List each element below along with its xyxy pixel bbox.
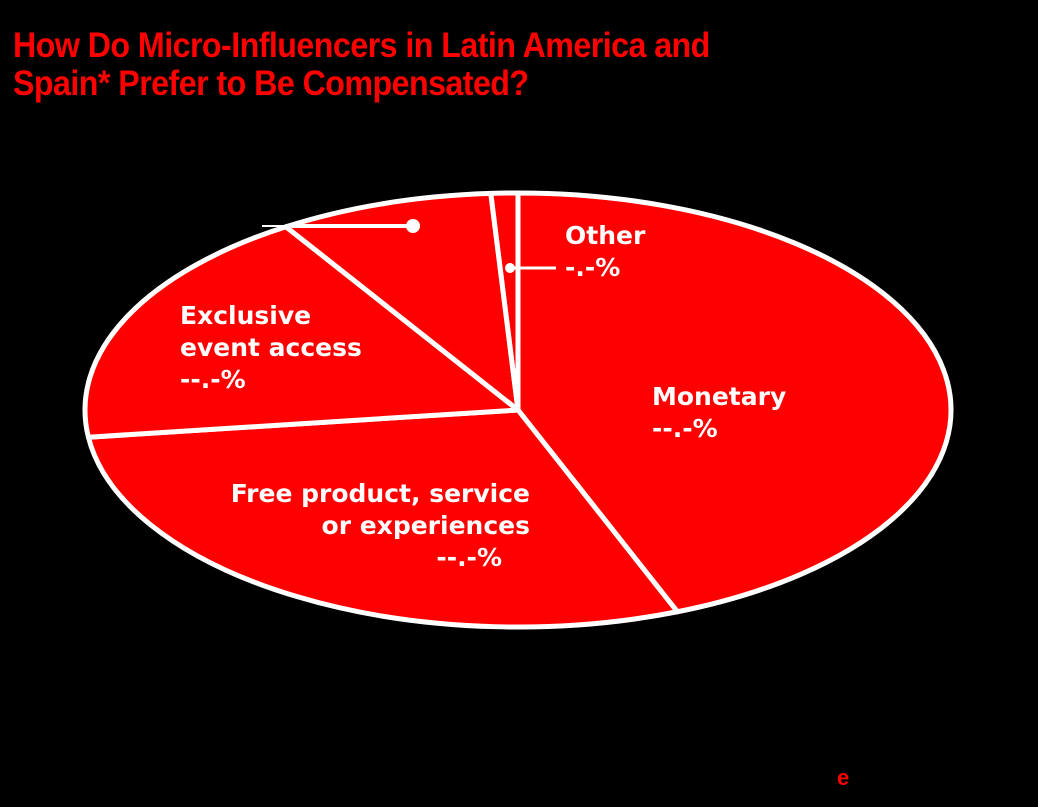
slice-label-exclusive-name-line-2: event access — [180, 333, 362, 362]
slice-label-exclusive-value: --.-% — [180, 365, 246, 394]
slice-label-free-name-line-1: Free product, service — [230, 479, 530, 508]
slice-label-exclusive-event-access: Exclusive event access --.-% — [180, 300, 362, 396]
slice-label-monetary: Monetary --.-% — [652, 381, 786, 445]
slice-free-product — [85, 407, 680, 630]
slice-monetary — [515, 190, 954, 615]
chart-title-line-1: How Do Micro-Influencers in Latin Americ… — [13, 26, 710, 65]
slice-label-other-name: Other — [565, 221, 646, 250]
slice-label-free-name-line-2: or experiences — [321, 511, 530, 540]
leader-line-other — [505, 263, 556, 273]
slice-label-other: Other -.-% — [565, 220, 645, 284]
leader-line-unlabeled-slice — [262, 219, 420, 233]
pie-slices — [82, 190, 954, 630]
slice-other — [488, 190, 521, 413]
slice-label-exclusive-name-line-1: Exclusive — [180, 301, 312, 330]
slice-label-monetary-name: Monetary — [652, 382, 787, 411]
slice-label-monetary-value: --.-% — [652, 414, 718, 443]
slice-label-free-product: Free product, service or experiences --.… — [200, 478, 530, 574]
chart-title: How Do Micro-Influencers in Latin Americ… — [13, 27, 896, 103]
slice-exclusive-event-access — [82, 224, 521, 440]
brand-logo: e — [837, 765, 850, 790]
slice-label-free-value: --.-% — [436, 543, 502, 572]
slice-unlabeled — [283, 190, 521, 413]
slice-label-other-value: -.-% — [565, 253, 621, 282]
chart-title-line-2: Spain* Prefer to Be Compensated? — [13, 64, 529, 103]
